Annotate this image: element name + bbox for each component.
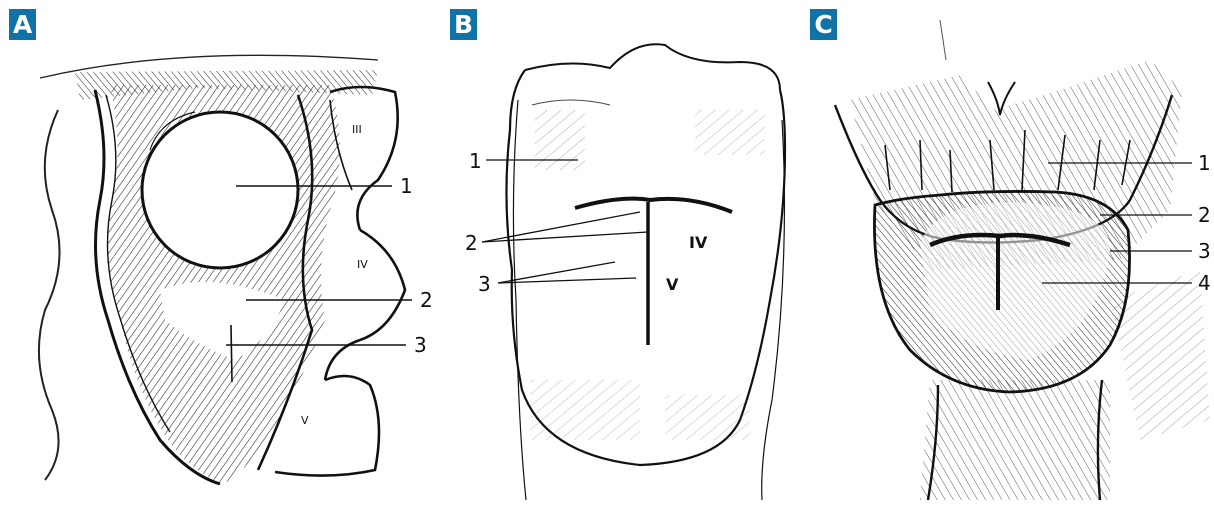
panel-c-label-3: 3	[1198, 239, 1211, 263]
panel-b-drawing: 1 2 3 IV V	[440, 0, 810, 512]
panel-a-drawing: 1 2 3 III IV V	[0, 0, 440, 512]
panel-c: C 1 2 3 4	[810, 0, 1214, 512]
panel-c-label-1: 1	[1198, 151, 1211, 175]
panel-a: A 1 2 3 III IV V	[0, 0, 440, 512]
panel-c-label-2: 2	[1198, 203, 1211, 227]
panel-a-region-iii: III	[352, 123, 362, 136]
panel-a-label-2: 2	[420, 288, 433, 312]
panel-a-label-1: 1	[400, 174, 413, 198]
panel-a-region-iv: IV	[357, 258, 368, 271]
panel-c-label-4: 4	[1198, 271, 1211, 295]
panel-a-label-3: 3	[414, 333, 427, 357]
panel-a-region-v: V	[301, 414, 309, 427]
panel-b-region-iv: IV	[689, 233, 708, 252]
panel-b: B 1 2 3 IV V	[440, 0, 810, 512]
panel-b-label-3: 3	[478, 272, 491, 296]
panel-c-drawing: 1 2 3 4	[810, 0, 1214, 512]
panel-b-label-2: 2	[465, 231, 478, 255]
panel-b-region-v: V	[666, 275, 679, 294]
panel-b-label-1: 1	[469, 149, 482, 173]
